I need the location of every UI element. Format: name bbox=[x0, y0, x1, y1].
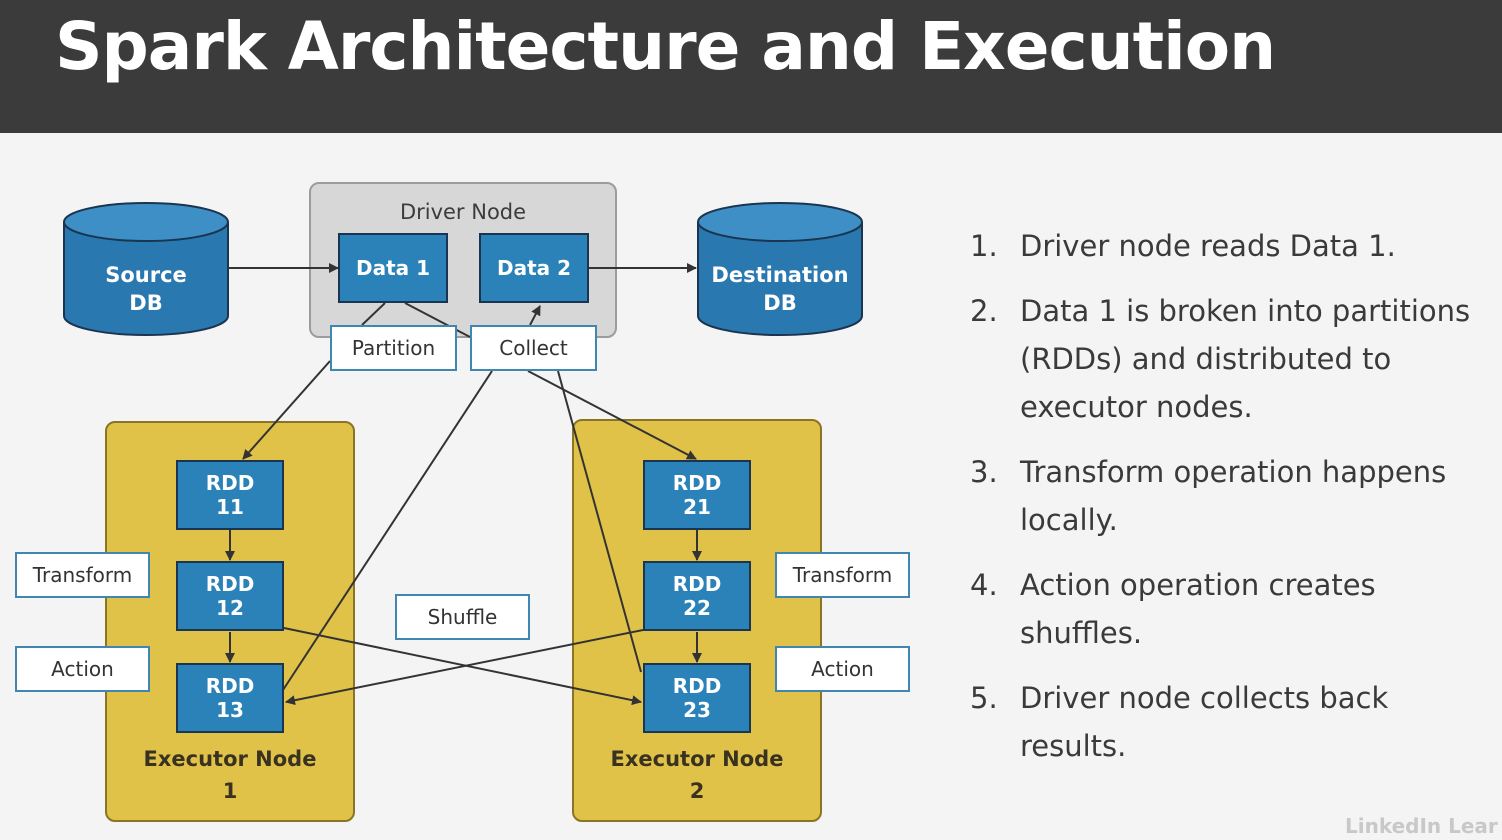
step-item: 2. Data 1 is broken into partitions (RDDs… bbox=[970, 287, 1490, 431]
rdd-12-node: RDD 12 bbox=[176, 561, 284, 631]
steps-list: 1. Driver node reads Data 1. 2. Data 1 is … bbox=[970, 222, 1490, 787]
rdd-11-node: RDD 11 bbox=[176, 460, 284, 530]
line-rdd13-to-collect bbox=[282, 370, 493, 691]
action-label-left: Action bbox=[15, 646, 150, 692]
rdd-13-title: RDD bbox=[205, 674, 255, 698]
step-text: Action operation creates shuffles. bbox=[1020, 568, 1376, 650]
rdd-13-number: 13 bbox=[216, 698, 244, 722]
destination-db-line2: DB bbox=[763, 291, 797, 315]
executor-node-2-label: Executor Node 2 bbox=[572, 743, 822, 807]
step-text: Driver node collects back results. bbox=[1020, 681, 1389, 763]
rdd-12-number: 12 bbox=[216, 596, 244, 620]
executor-node-1-label: Executor Node 1 bbox=[105, 743, 355, 807]
rdd-22-title: RDD bbox=[672, 572, 722, 596]
arrow-rdd12-to-rdd23 bbox=[283, 627, 642, 706]
step-number: 2. bbox=[970, 294, 998, 328]
rdd-13-node: RDD 13 bbox=[176, 663, 284, 733]
step-number: 1. bbox=[970, 229, 998, 263]
rdd-22-node: RDD 22 bbox=[643, 561, 751, 631]
driver-node-label: Driver Node bbox=[399, 200, 527, 224]
shuffle-label: Shuffle bbox=[395, 594, 530, 640]
step-item: 4. Action operation creates shuffles. bbox=[970, 561, 1490, 657]
rdd-12-title: RDD bbox=[205, 572, 255, 596]
executor-node-1-title: Executor Node bbox=[143, 747, 317, 771]
step-text: Transform operation happens locally. bbox=[1020, 455, 1447, 537]
line-data1-to-collect bbox=[404, 302, 471, 338]
step-item: 1. Driver node reads Data 1. bbox=[970, 222, 1490, 270]
rdd-11-title: RDD bbox=[205, 471, 255, 495]
line-data1-to-partition bbox=[361, 302, 386, 326]
rdd-11-number: 11 bbox=[216, 495, 244, 519]
line-collect-to-data2 bbox=[529, 305, 541, 326]
executor-node-2-number: 2 bbox=[689, 779, 705, 803]
destination-db-cylinder bbox=[697, 202, 863, 336]
collect-label: Collect bbox=[470, 325, 597, 371]
step-text: Data 1 is broken into partitions (RDDs) … bbox=[1020, 294, 1471, 424]
step-text: Driver node reads Data 1. bbox=[1020, 229, 1396, 263]
step-number: 3. bbox=[970, 455, 998, 489]
transform-label-right: Transform bbox=[775, 552, 910, 598]
partition-label: Partition bbox=[330, 325, 457, 371]
header-bar: Spark Architecture and Execution bbox=[0, 0, 1502, 133]
page-title: Spark Architecture and Execution bbox=[55, 8, 1276, 85]
line-rdd23-to-collect bbox=[557, 370, 642, 673]
rdd-21-node: RDD 21 bbox=[643, 460, 751, 530]
arrow-partition-to-rdd11 bbox=[242, 360, 331, 460]
step-number: 4. bbox=[970, 568, 998, 602]
executor-node-1-number: 1 bbox=[222, 779, 238, 803]
rdd-23-title: RDD bbox=[672, 674, 722, 698]
destination-db-label: Destination DB bbox=[698, 261, 862, 317]
rdd-22-number: 22 bbox=[683, 596, 711, 620]
source-db-line2: DB bbox=[129, 291, 163, 315]
transform-label-left: Transform bbox=[15, 552, 150, 598]
step-item: 3. Transform operation happens locally. bbox=[970, 448, 1490, 544]
rdd-21-number: 21 bbox=[683, 495, 711, 519]
step-item: 5. Driver node collects back results. bbox=[970, 674, 1490, 770]
arrow-collect-to-rdd21 bbox=[527, 370, 697, 460]
source-db-line1: Source bbox=[105, 263, 187, 287]
rdd-23-number: 23 bbox=[683, 698, 711, 722]
arrow-rdd22-to-rdd13 bbox=[285, 629, 644, 706]
action-label-right: Action bbox=[775, 646, 910, 692]
source-db-cylinder bbox=[63, 202, 229, 336]
step-number: 5. bbox=[970, 681, 998, 715]
data-2-node: Data 2 bbox=[479, 233, 589, 303]
data-1-node: Data 1 bbox=[338, 233, 448, 303]
source-db-label: Source DB bbox=[64, 261, 228, 317]
executor-node-2-title: Executor Node bbox=[610, 747, 784, 771]
destination-db-line1: Destination bbox=[711, 263, 849, 287]
rdd-21-title: RDD bbox=[672, 471, 722, 495]
rdd-23-node: RDD 23 bbox=[643, 663, 751, 733]
linkedin-learning-watermark: LinkedIn Lear bbox=[1345, 814, 1498, 838]
